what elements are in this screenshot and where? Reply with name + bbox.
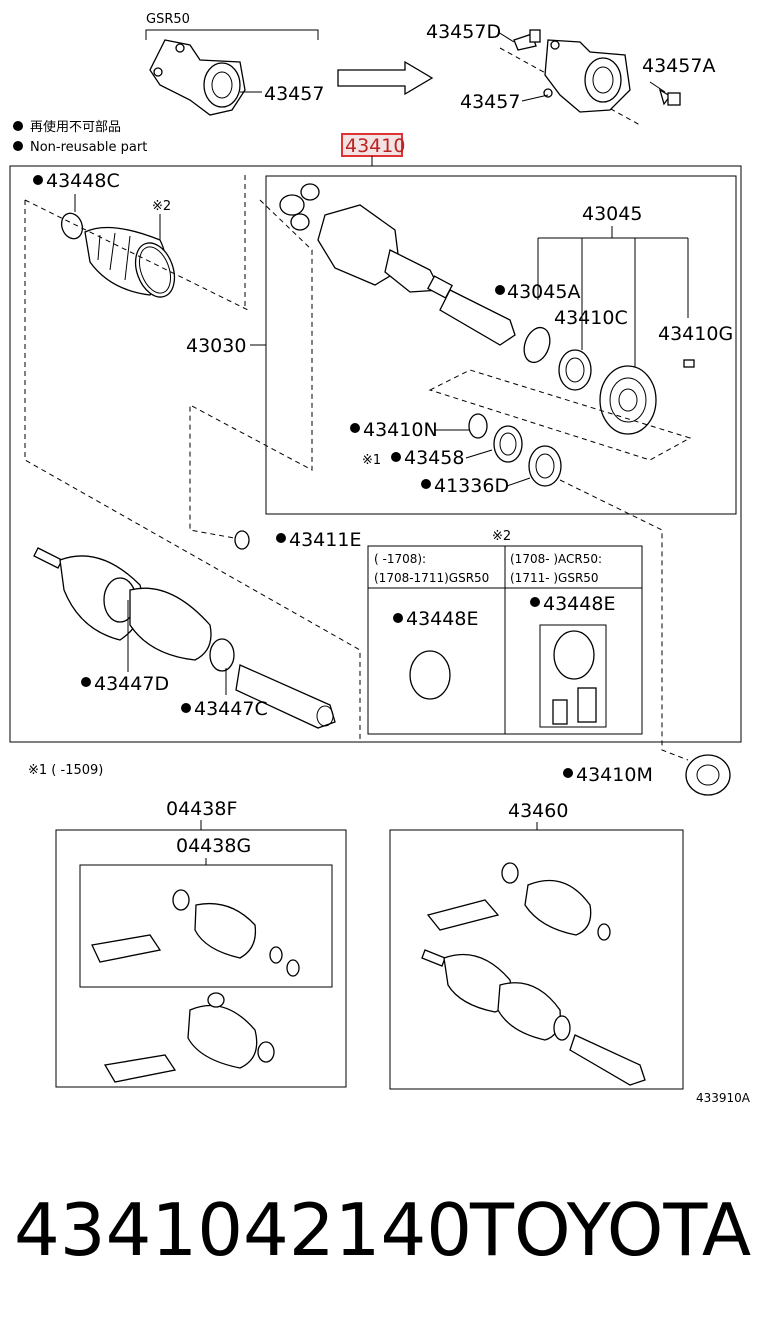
clamp-43448C-small [60, 212, 84, 240]
label-43045: 43045 [582, 203, 642, 225]
plug-43410G [683, 359, 695, 368]
boot-outer [84, 226, 176, 298]
tripod-joint [279, 183, 320, 231]
main-assembly-frame [9, 165, 742, 743]
boot-inner [599, 365, 657, 435]
snap-ring-43045A [523, 326, 551, 364]
legend-text-ja: 再使用不可部品 [30, 119, 121, 135]
bearing-43410C [558, 349, 592, 391]
label-43410: 43410 [345, 135, 405, 157]
footer-part-number: 4341042140 [14, 1188, 473, 1272]
bullet-43410M [563, 768, 573, 778]
bullet-43448C [33, 175, 43, 185]
figure-code: 433910A [696, 1091, 751, 1105]
label-41336D: 41336D [434, 475, 509, 497]
label-43410C: 43410C [554, 307, 628, 329]
dash-inner-joint [189, 199, 313, 541]
label-43457D: 43457D [426, 21, 501, 43]
outboard-axle [33, 547, 336, 729]
leader-43457-right [521, 94, 549, 102]
footer-brand: TOYOTA [470, 1188, 752, 1272]
bracket-43457-left [149, 39, 246, 116]
kit-04438F-parts [103, 992, 275, 1083]
replaced-by-arrow [337, 60, 434, 96]
label-43410M: 43410M [576, 764, 653, 786]
inset-right-line1: (1708- )ACR50: [510, 552, 602, 566]
label-43448E-left: 43448E [406, 608, 478, 630]
inset-right-line2: (1711- )GSR50 [510, 571, 599, 585]
bullet-43458 [391, 452, 401, 462]
kit-43460-frame [389, 829, 684, 1090]
footnote: ※1 ( -1509) [28, 763, 103, 778]
bolt-43457D [513, 29, 541, 51]
ref-note-2: ※2 [152, 199, 171, 214]
variant-bracket [145, 29, 319, 40]
label-43457-left: 43457 [264, 83, 324, 105]
bearing-43410M [685, 754, 731, 796]
label-43460: 43460 [508, 800, 568, 822]
clamp-43448E-right [553, 630, 595, 680]
legend-bullet-1 [13, 121, 23, 131]
label-43458: 43458 [404, 447, 464, 469]
snap-ring-43411E [234, 530, 250, 550]
inset-ref: ※2 [492, 529, 511, 544]
dash-outer-group [24, 199, 361, 740]
bullet-41336D [421, 479, 431, 489]
bullet-43045A [495, 285, 505, 295]
kit-04438F-frame [55, 829, 347, 1088]
label-04438G: 04438G [176, 835, 251, 857]
kit-43460-parts [421, 862, 646, 1086]
bullet-43410N [350, 423, 360, 433]
kit-04438G-parts [91, 889, 300, 977]
inboard-housing-43045 [317, 204, 516, 346]
leader-43457D [497, 31, 515, 43]
leader-43458 [465, 449, 493, 459]
bullet-43448E-right [530, 597, 540, 607]
label-43448C: 43448C [46, 170, 120, 192]
label-43410G: 43410G [658, 323, 733, 345]
bracket-43457-right [543, 39, 631, 113]
snap-ring-43410N [468, 413, 488, 439]
label-43457A: 43457A [642, 55, 715, 77]
label-43447C: 43447C [194, 698, 268, 720]
label-43457-right: 43457 [460, 91, 520, 113]
inset-left-line2: (1708-1711)GSR50 [374, 571, 489, 585]
label-43030: 43030 [186, 335, 246, 357]
dash-inner-parts [428, 369, 692, 461]
bullet-43447D [81, 677, 91, 687]
label-43045A: 43045A [507, 281, 580, 303]
label-43448E-right: 43448E [543, 593, 615, 615]
inset-kit-box [539, 624, 607, 728]
label-04438F: 04438F [166, 798, 237, 820]
bullet-43447C [181, 703, 191, 713]
variant-label: GSR50 [146, 12, 190, 27]
bolt-43457A [658, 88, 681, 106]
dash-43410M [559, 479, 689, 761]
leader-43457A [649, 81, 666, 93]
label-43447D: 43447D [94, 673, 169, 695]
label-43410N: 43410N [363, 419, 438, 441]
grease-pack-2 [577, 687, 597, 723]
label-43411E: 43411E [289, 529, 361, 551]
kit-04438G-frame [79, 864, 333, 988]
bullet-43411E [276, 533, 286, 543]
legend-text-en: Non-reusable part [30, 140, 147, 155]
inset-left-line1: ( -1708): [374, 552, 426, 566]
leader-43045 [537, 226, 689, 370]
ref-note-1: ※1 [362, 453, 381, 468]
legend-bullet-2 [13, 141, 23, 151]
seal-43458 [493, 425, 523, 463]
clamp-43448E-left [409, 650, 451, 700]
grease-pack-1 [552, 699, 568, 725]
leader-41336D [506, 477, 531, 487]
bullet-43448E-left [393, 613, 403, 623]
parts-diagram: GSR50 43457 43457D 43457A 43457 再使用不可部品 … [9, 12, 751, 1105]
bearing-41336D [528, 445, 562, 487]
